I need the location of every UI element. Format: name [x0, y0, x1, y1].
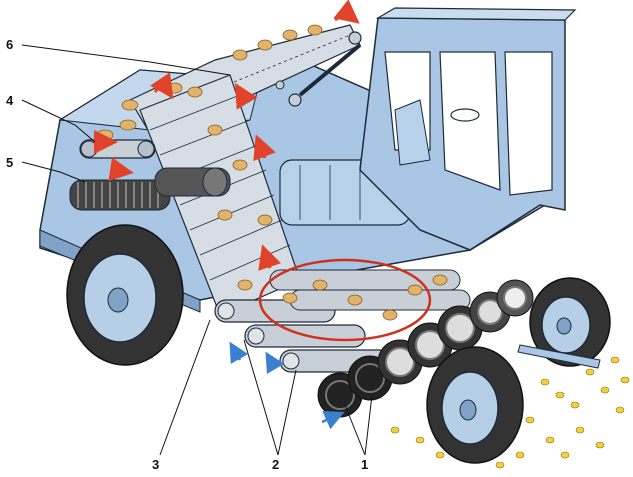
cleaning-rollers — [69, 167, 231, 211]
label-4: 4 — [6, 93, 14, 108]
leader-lines — [21, 44, 373, 456]
label-2: 2 — [272, 457, 280, 472]
rear-wheel — [66, 224, 184, 366]
label-3: 3 — [152, 457, 160, 472]
intake-arrows — [229, 341, 345, 430]
label-6: 6 — [6, 37, 14, 52]
cabin-window-right — [504, 51, 553, 196]
cross-conveyor — [79, 139, 156, 159]
label-1: 1 — [361, 457, 369, 472]
separation-flow-loop — [258, 258, 432, 342]
side-wheel — [517, 277, 611, 369]
cabin — [359, 7, 577, 251]
ground-grains — [390, 356, 630, 469]
topping-discs — [317, 279, 534, 418]
steering-wheel — [450, 108, 480, 122]
flow-arrows — [94, 0, 360, 271]
label-5: 5 — [6, 155, 14, 170]
front-wheel — [426, 346, 524, 464]
seat — [394, 99, 431, 166]
